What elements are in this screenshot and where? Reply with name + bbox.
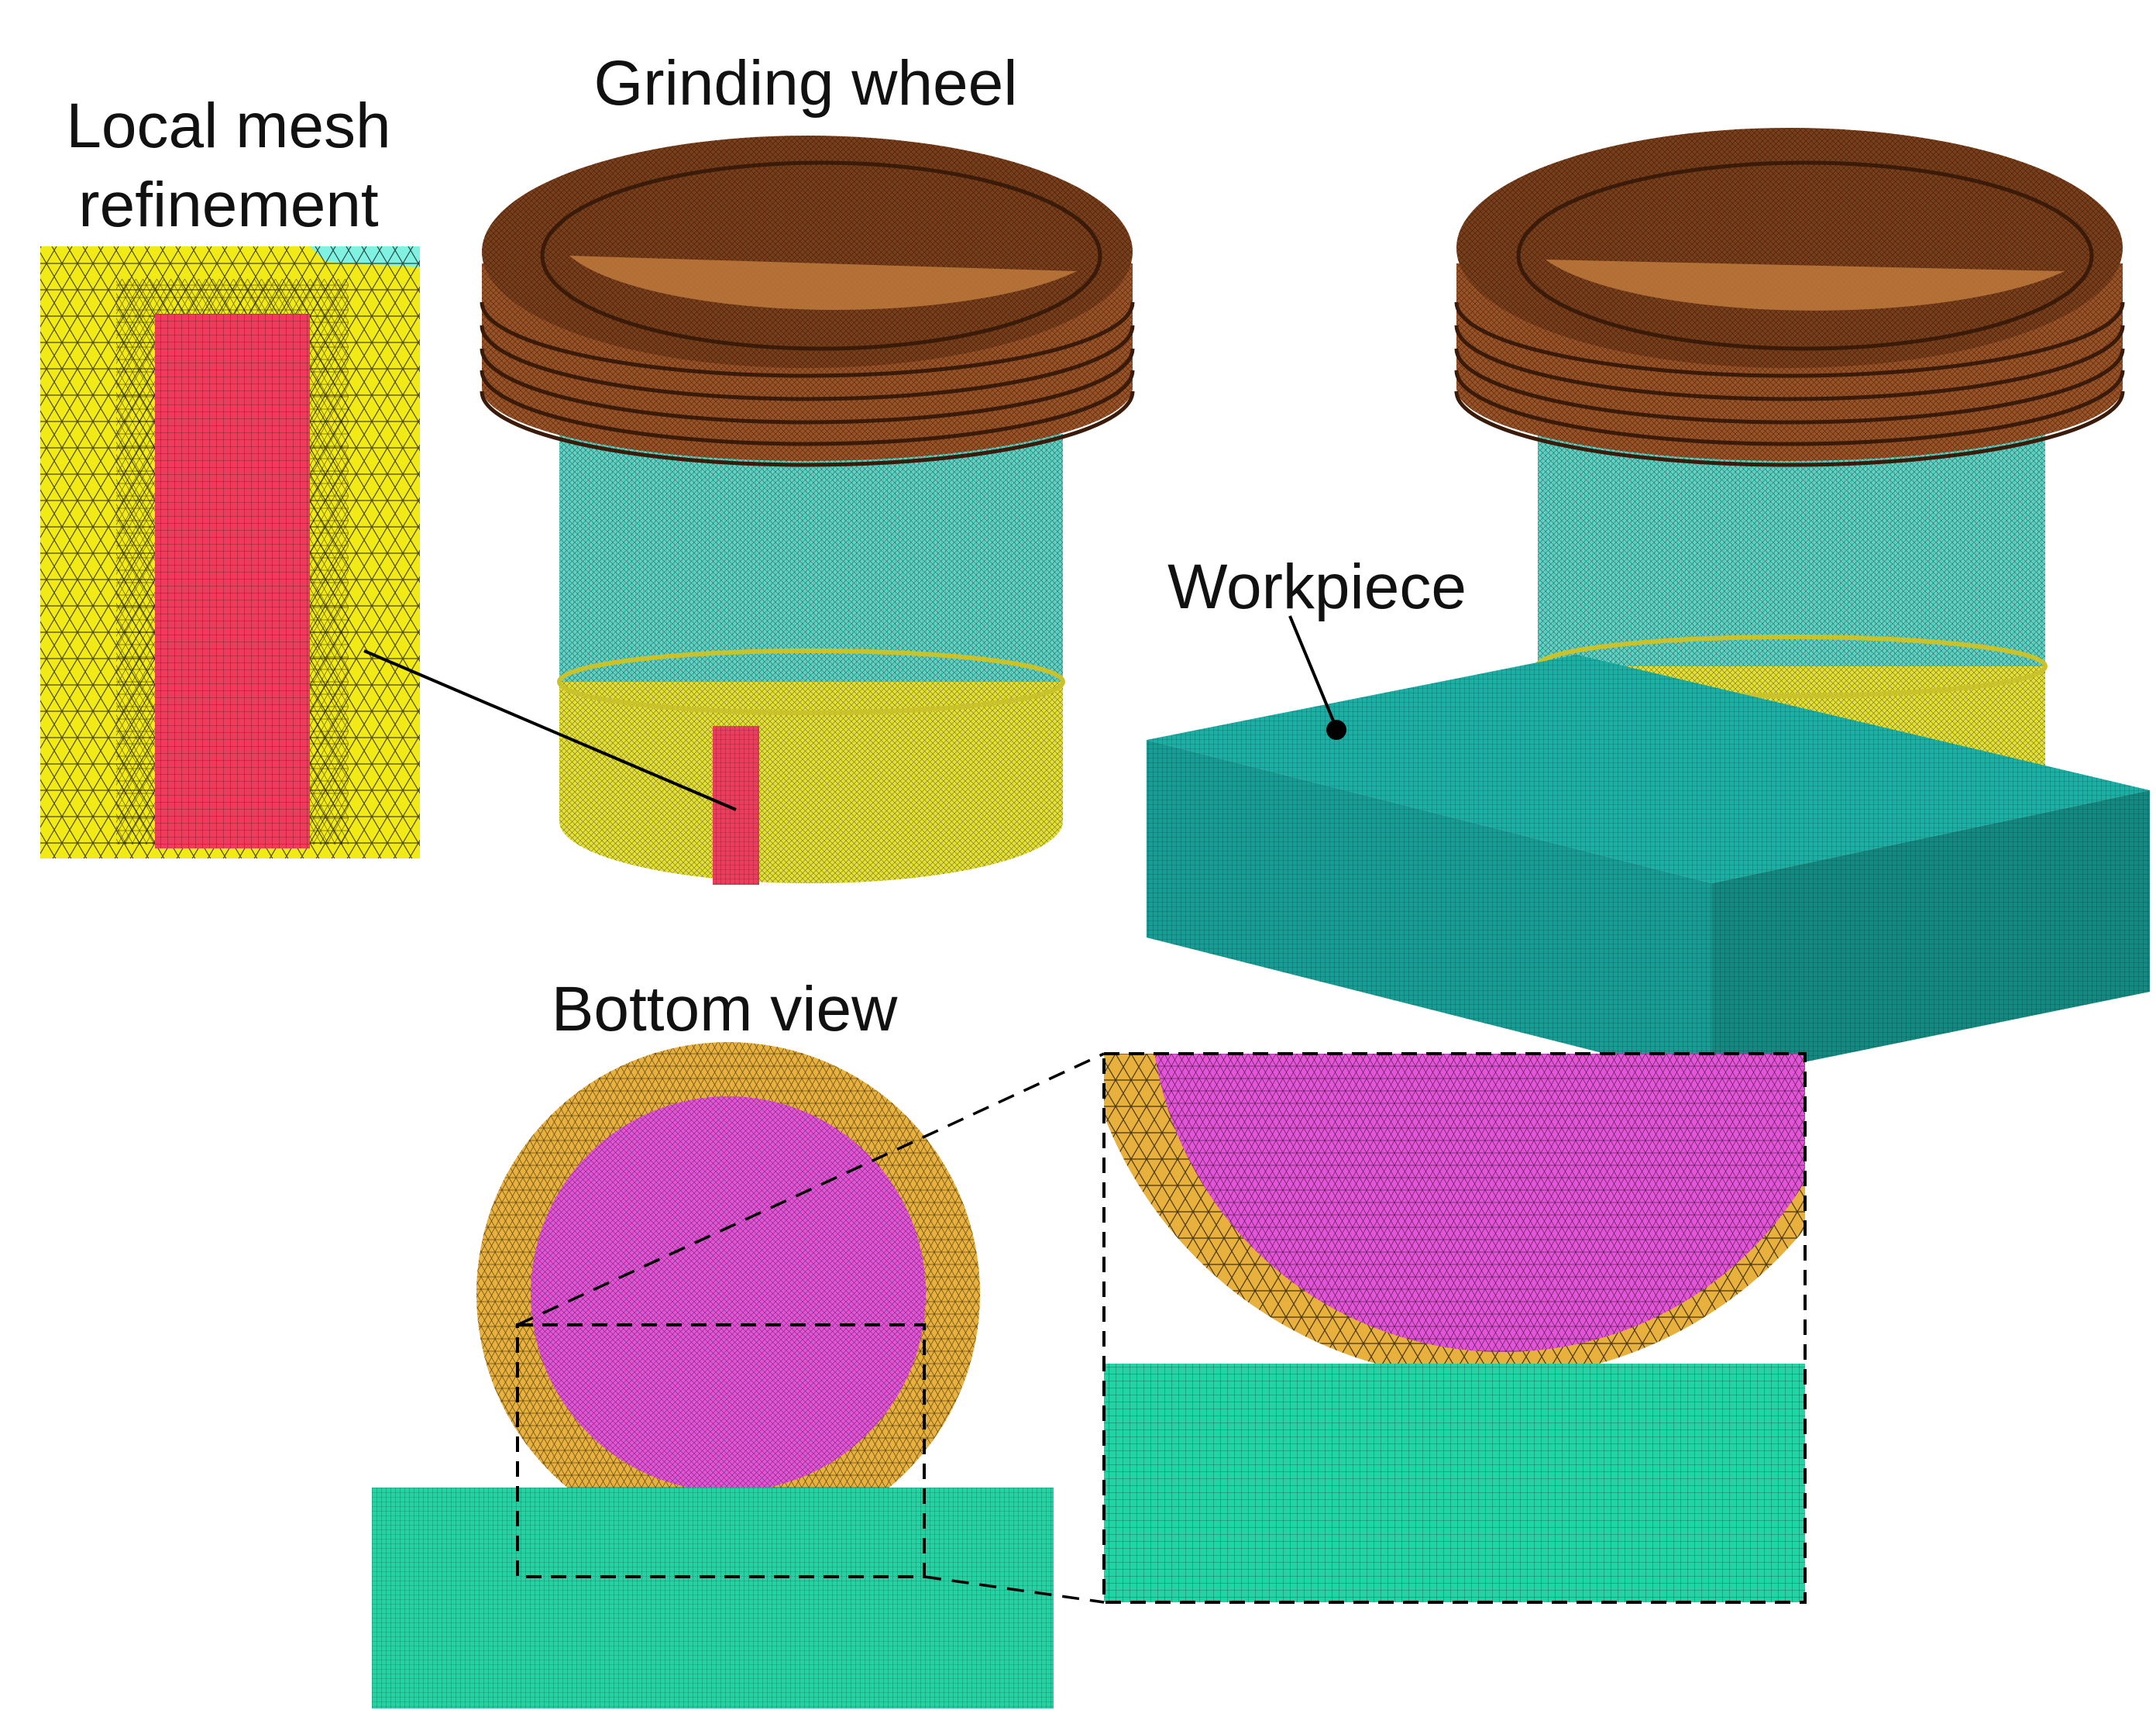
- label-workpiece: Workpiece: [1167, 552, 1467, 622]
- label-local-mesh-line2: refinement: [78, 170, 379, 240]
- zoom-connector-bottom: [923, 1575, 1105, 1604]
- zoom-connector-top: [517, 1052, 1105, 1326]
- wheel-right-model: [1454, 128, 2125, 783]
- leader-local-mesh: [363, 649, 737, 811]
- bottom-view-model: [372, 1042, 1054, 1708]
- leader-workpiece: [1288, 615, 1338, 729]
- label-local-mesh-line1: Local mesh: [66, 91, 390, 161]
- label-grinding-wheel: Grinding wheel: [594, 48, 1018, 119]
- label-bottom-view: Bottom view: [552, 974, 898, 1044]
- zoom-frame: [1102, 1052, 1807, 1604]
- zoom-view: [1102, 1052, 1807, 1604]
- bottom-zoom-box: [516, 1323, 926, 1578]
- local-mesh-inset: [40, 246, 420, 858]
- workpiece-marker: [1326, 720, 1346, 740]
- grinding-wheel-model: [480, 136, 1135, 885]
- inset-refinement-grid: [155, 314, 310, 848]
- workpiece-model: [1147, 655, 2150, 1081]
